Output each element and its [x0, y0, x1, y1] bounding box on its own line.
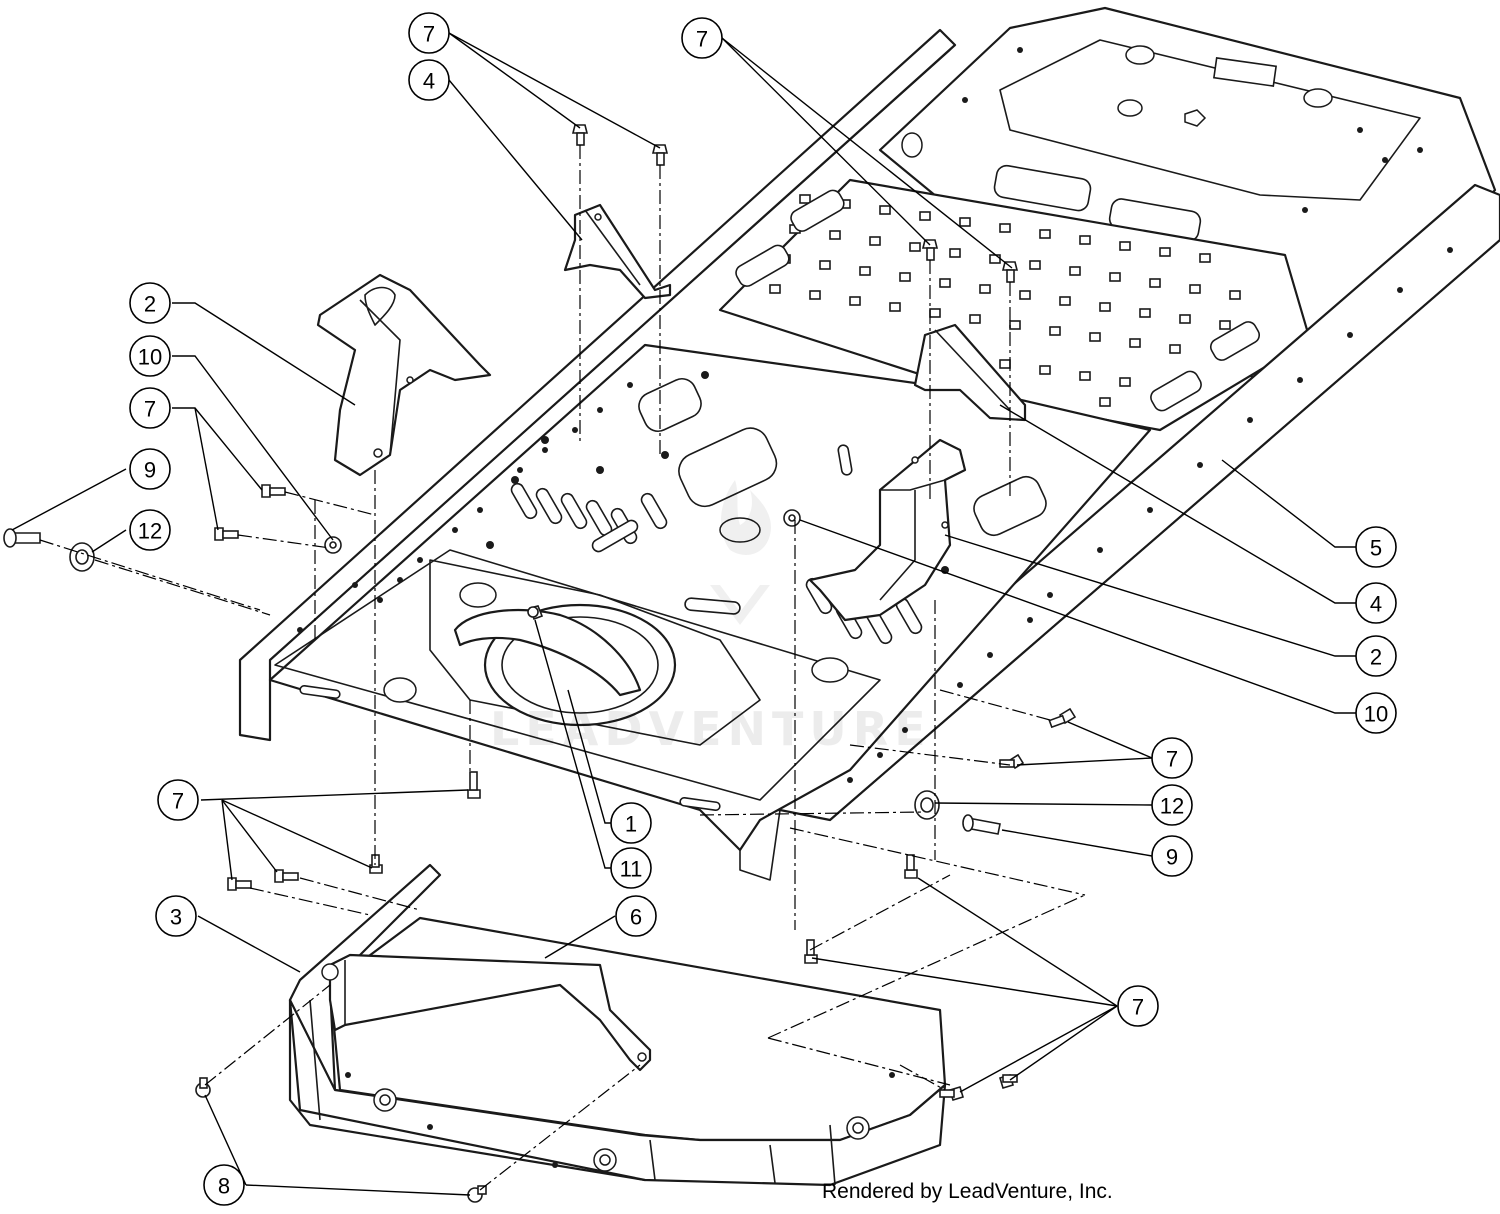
bracket-part-4-upper: [563, 203, 672, 300]
svg-text:9: 9: [1166, 845, 1178, 870]
leader-lines: [11, 32, 1356, 1196]
callout-6: 6: [615, 895, 657, 937]
callout-7-b: 7: [681, 17, 723, 59]
render-credit: Rendered by LeadVenture, Inc.: [822, 1180, 1113, 1203]
callout-1: 1: [610, 802, 652, 844]
callout-12-a: 12: [129, 509, 171, 551]
fasteners: [3, 124, 1077, 1203]
svg-text:12: 12: [138, 519, 162, 544]
svg-text:10: 10: [138, 345, 162, 370]
bracket-part-2-left: [316, 273, 492, 477]
svg-text:4: 4: [423, 69, 435, 94]
callout-9-a: 9: [129, 448, 171, 490]
callout-11: 11: [610, 847, 652, 889]
svg-text:6: 6: [630, 905, 642, 930]
watermark-text: LEADVENTURE: [490, 702, 932, 756]
callout-5: 5: [1355, 526, 1397, 568]
svg-text:7: 7: [423, 22, 435, 47]
callout-7-a: 7: [408, 12, 450, 54]
svg-text:4: 4: [1370, 592, 1382, 617]
svg-text:1: 1: [625, 812, 637, 837]
callout-10-a: 10: [129, 335, 171, 377]
bracket-part-6: [321, 953, 652, 1072]
callout-12-b: 12: [1151, 784, 1193, 826]
svg-text:3: 3: [170, 905, 182, 930]
svg-text:12: 12: [1160, 794, 1184, 819]
callout-7-f: 7: [1117, 985, 1159, 1027]
callout-8: 8: [203, 1164, 245, 1206]
grate-holes: [769, 194, 1241, 407]
callout-3: 3: [155, 895, 197, 937]
svg-text:8: 8: [218, 1174, 230, 1199]
svg-text:7: 7: [1166, 747, 1178, 772]
svg-text:7: 7: [172, 789, 184, 814]
callout-4-b: 4: [1355, 582, 1397, 624]
leadventure-watermark: LEADVENTURE: [490, 480, 932, 756]
callout-2-a: 2: [129, 282, 171, 324]
callout-9-b: 9: [1151, 835, 1193, 877]
svg-text:11: 11: [620, 857, 643, 882]
callout-7-e: 7: [157, 779, 199, 821]
svg-text:10: 10: [1364, 702, 1388, 727]
assembly-centerlines: [39, 145, 1086, 1191]
svg-text:7: 7: [1132, 995, 1144, 1020]
callout-2-b: 2: [1355, 635, 1397, 677]
callout-7-c: 7: [129, 387, 171, 429]
svg-text:2: 2: [144, 292, 156, 317]
svg-text:9: 9: [144, 458, 156, 483]
callouts: 7 4 7 2 10 7 9 12 5 4 2 10 7 12 9 1 11 7…: [129, 12, 1397, 1206]
callout-7-d: 7: [1151, 737, 1193, 779]
bracket-part-4-lower: [913, 323, 1027, 422]
callout-4-a: 4: [408, 59, 450, 101]
svg-text:2: 2: [1370, 645, 1382, 670]
svg-text:5: 5: [1370, 536, 1382, 561]
svg-text:7: 7: [696, 27, 708, 52]
svg-text:7: 7: [144, 397, 156, 422]
bracket-part-2-right: [808, 438, 967, 622]
callout-10-b: 10: [1355, 692, 1397, 734]
